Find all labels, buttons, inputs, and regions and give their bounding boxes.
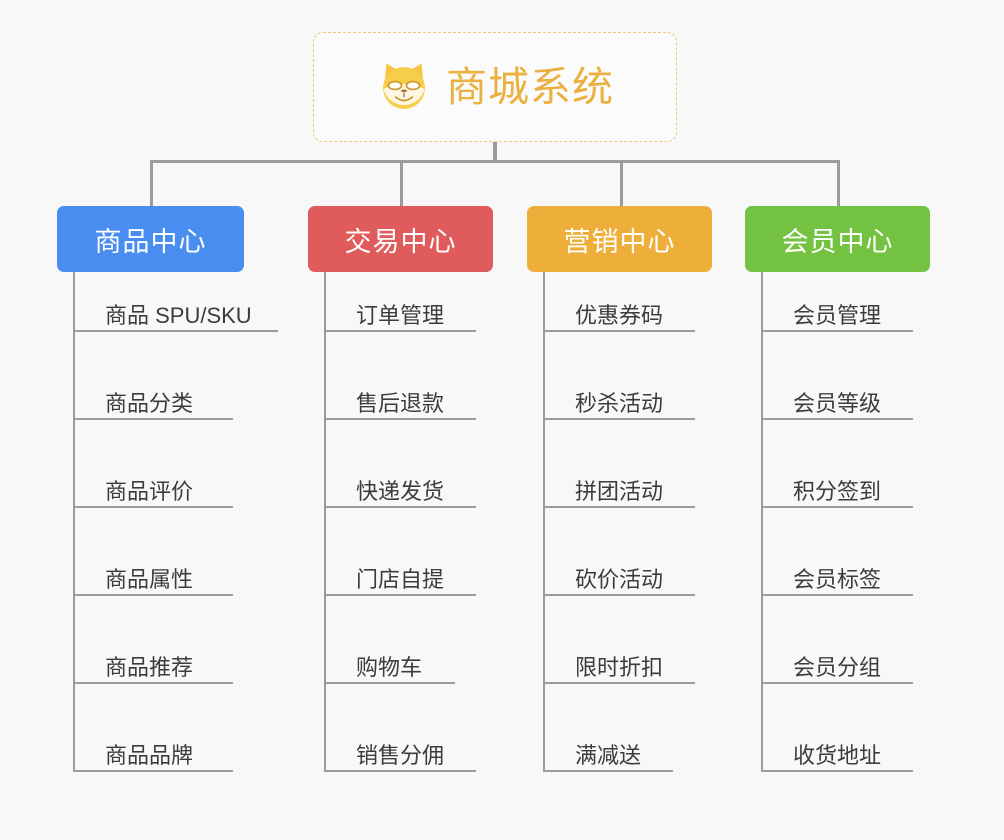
branch-spine (73, 272, 75, 772)
leaf-item[interactable]: 砍价活动 (543, 558, 695, 596)
leaf-item[interactable]: 积分签到 (761, 470, 913, 508)
leaf-item[interactable]: 会员管理 (761, 294, 913, 332)
leaf-item-label: 会员等级 (793, 390, 882, 416)
root-node[interactable]: 商城系统 (313, 32, 677, 142)
category-box-1[interactable]: 商品中心 (57, 206, 244, 272)
leaf-item[interactable]: 商品评价 (73, 470, 233, 508)
category-label-4: 会员中心 (781, 226, 894, 257)
leaf-item-label: 会员分组 (793, 654, 882, 680)
leaf-item-label: 购物车 (356, 654, 423, 680)
leaf-item[interactable]: 优惠券码 (543, 294, 695, 332)
leaf-item-label: 积分签到 (793, 478, 882, 504)
leaf-item[interactable]: 门店自提 (324, 558, 476, 596)
leaf-item[interactable]: 会员标签 (761, 558, 913, 596)
leaf-item-label: 优惠券码 (575, 302, 664, 328)
leaf-item[interactable]: 商品推荐 (73, 646, 233, 684)
leaf-item-label: 商品推荐 (105, 654, 194, 680)
leaf-item[interactable]: 商品属性 (73, 558, 233, 596)
leaf-item-label: 商品分类 (105, 390, 194, 416)
category-box-3[interactable]: 营销中心 (527, 206, 712, 272)
leaf-item-label: 限时折扣 (575, 654, 664, 680)
leaf-item-label: 销售分佣 (356, 742, 445, 768)
leaf-item-label: 商品属性 (105, 566, 194, 592)
branch-spine (543, 272, 545, 772)
category-box-4[interactable]: 会员中心 (745, 206, 930, 272)
leaf-item[interactable]: 商品品牌 (73, 734, 233, 772)
branch-spine (761, 272, 763, 772)
leaf-item-label: 砍价活动 (575, 566, 664, 592)
leaf-item-label: 订单管理 (356, 302, 445, 328)
leaf-item[interactable]: 满减送 (543, 734, 673, 772)
category-label-3: 营销中心 (563, 226, 676, 257)
leaf-item-label: 秒杀活动 (575, 390, 664, 416)
leaf-item[interactable]: 会员分组 (761, 646, 913, 684)
connector-drop-1 (150, 160, 153, 208)
leaf-item[interactable]: 会员等级 (761, 382, 913, 420)
leaf-item[interactable]: 购物车 (324, 646, 455, 684)
leaf-item-label: 商品 SPU/SKU (105, 302, 252, 328)
connector-horizontal-bus (150, 160, 840, 163)
connector-root-stem (493, 142, 497, 162)
leaf-item-label: 拼团活动 (575, 478, 664, 504)
leaf-item-label: 会员管理 (793, 302, 882, 328)
leaf-item[interactable]: 秒杀活动 (543, 382, 695, 420)
branch-spine (324, 272, 326, 772)
leaf-item-label: 商品品牌 (105, 742, 194, 768)
leaf-item[interactable]: 售后退款 (324, 382, 476, 420)
connector-drop-4 (837, 160, 840, 208)
leaf-item[interactable]: 限时折扣 (543, 646, 695, 684)
leaf-item-label: 售后退款 (356, 390, 445, 416)
leaf-item-label: 会员标签 (793, 566, 882, 592)
leaf-item[interactable]: 销售分佣 (324, 734, 476, 772)
category-label-2: 交易中心 (344, 226, 457, 257)
shiba-dog-icon (376, 59, 432, 115)
category-label-1: 商品中心 (94, 226, 207, 257)
leaf-item-label: 商品评价 (105, 478, 194, 504)
category-box-2[interactable]: 交易中心 (308, 206, 493, 272)
root-title: 商城系统 (446, 63, 614, 110)
leaf-item[interactable]: 商品分类 (73, 382, 233, 420)
leaf-item[interactable]: 快递发货 (324, 470, 476, 508)
leaf-item[interactable]: 商品 SPU/SKU (73, 294, 278, 332)
connector-drop-2 (400, 160, 403, 208)
leaf-item-label: 满减送 (575, 742, 642, 768)
leaf-item-label: 收货地址 (793, 742, 882, 768)
connector-drop-3 (620, 160, 623, 208)
leaf-item-label: 快递发货 (356, 478, 445, 504)
leaf-item[interactable]: 订单管理 (324, 294, 476, 332)
leaf-item[interactable]: 拼团活动 (543, 470, 695, 508)
leaf-item[interactable]: 收货地址 (761, 734, 913, 772)
leaf-item-label: 门店自提 (356, 566, 445, 592)
